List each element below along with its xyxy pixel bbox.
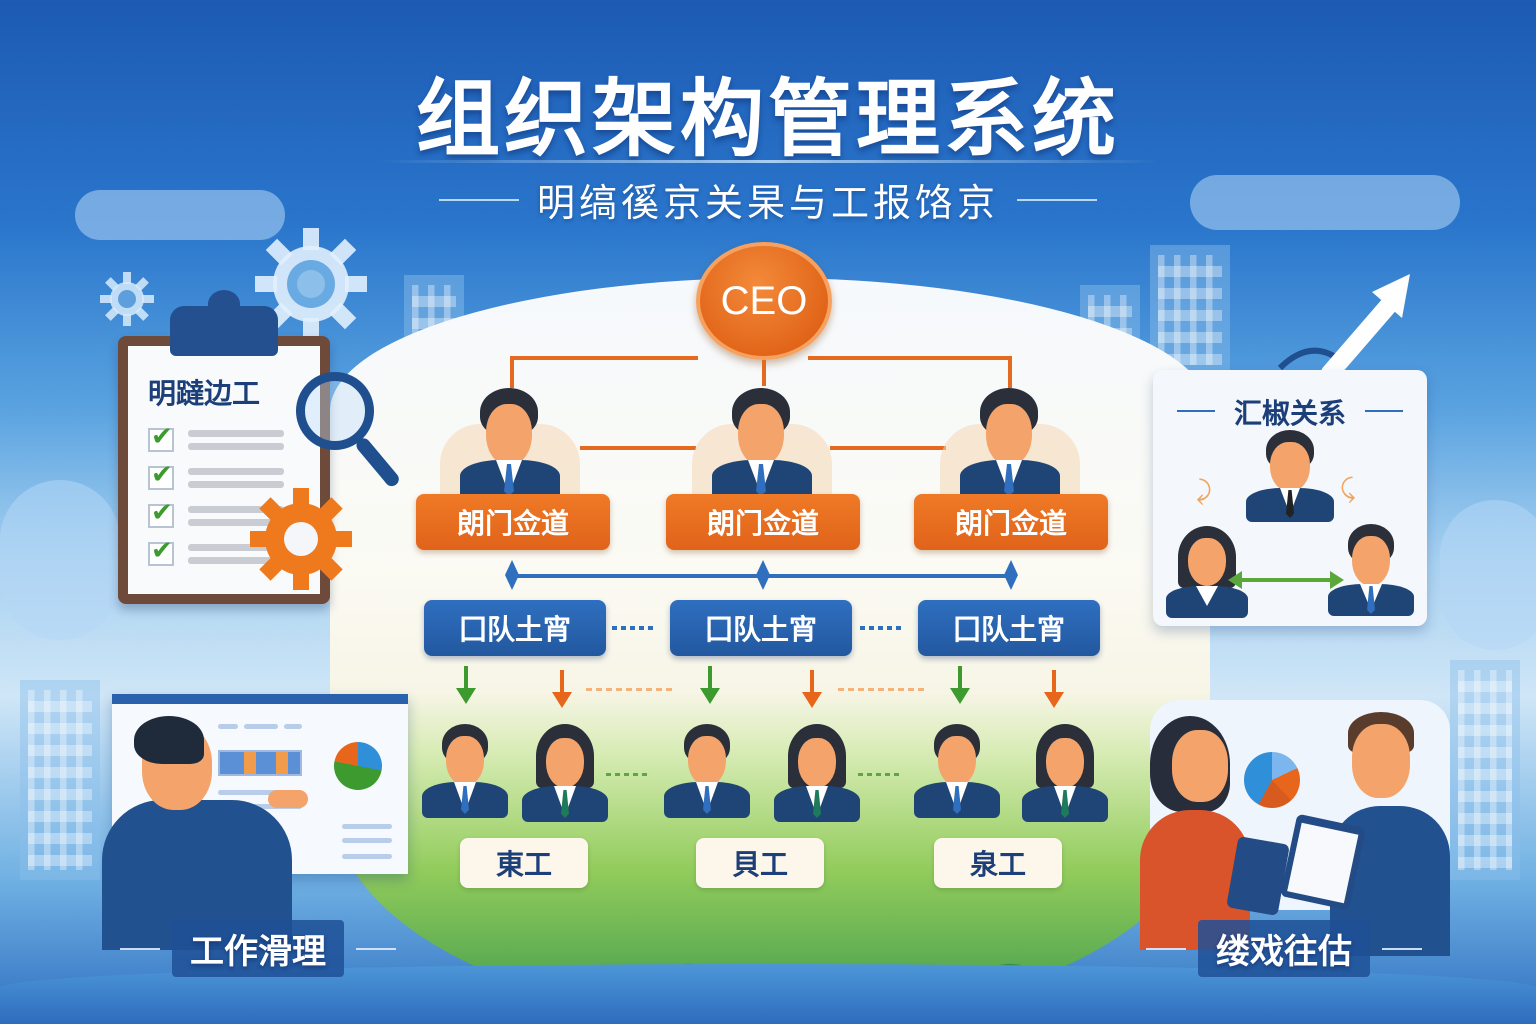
arrow-down-icon: [456, 666, 476, 704]
magnifier-icon: [296, 372, 374, 450]
dotted-connector: [838, 688, 928, 691]
gear-icon: [100, 272, 154, 326]
page-subtitle: 明缟徯京关杲与工报饹京: [536, 181, 999, 225]
employee-avatar: [1326, 524, 1416, 616]
woman-figure-head: [1172, 730, 1228, 802]
dotted-connector: [612, 626, 656, 630]
gear-icon: [250, 488, 352, 590]
connector-line: [808, 356, 1010, 360]
team-lead-node[interactable]: 囗队土宵: [424, 600, 606, 656]
checklist-item: [148, 498, 284, 528]
checkmark-icon: [148, 422, 174, 452]
work-management-caption[interactable]: 工作滑理: [120, 920, 396, 977]
connector-line: [580, 446, 696, 450]
presentation-board: [112, 694, 408, 874]
connector-node-icon: [505, 560, 519, 590]
department-head-avatar: [438, 384, 582, 500]
employee-avatar: [912, 724, 1002, 820]
man-figure-head: [1352, 724, 1410, 798]
clipboard-title: 明躂边工: [148, 377, 261, 410]
subtitle-rule-right: [1017, 198, 1097, 201]
employee-group-label[interactable]: 東工: [460, 838, 588, 888]
department-head-avatar: [690, 384, 834, 500]
employee-avatar: [420, 724, 510, 820]
presenter-hair: [134, 716, 204, 764]
employee-avatar: [1020, 724, 1110, 824]
checkmark-icon: [148, 460, 174, 490]
employee-avatar: [1164, 526, 1250, 618]
building-decoration: [1450, 660, 1520, 880]
manager-avatar: [1244, 430, 1336, 522]
curved-arrow-icon: ⤸: [1196, 476, 1212, 506]
connector-line: [762, 360, 766, 386]
dotted-connector: [858, 773, 902, 776]
arrow-down-icon: [950, 666, 970, 704]
subtitle-rule-left: [438, 198, 519, 201]
employee-group-label[interactable]: 貝工: [696, 838, 824, 888]
double-arrow-icon: [1228, 571, 1344, 589]
work-management-label: 工作滑理: [172, 920, 344, 977]
gear-icon: [255, 228, 367, 340]
connector-line: [1008, 356, 1012, 388]
title-divider: [380, 160, 1160, 163]
arrow-down-icon: [802, 670, 822, 708]
checklist-item: [148, 536, 284, 566]
ceo-node[interactable]: CEO: [696, 242, 832, 360]
team-lead-node[interactable]: 囗队土宵: [670, 600, 852, 656]
performance-caption[interactable]: 缕戏往估: [1146, 920, 1422, 977]
cloud-decoration: [1190, 175, 1460, 230]
pie-chart-icon: [1244, 752, 1300, 808]
presenter-hand: [268, 790, 308, 808]
building-decoration: [20, 680, 100, 880]
connector-node-icon: [756, 560, 770, 590]
arrow-down-icon: [700, 666, 720, 704]
subtitle-row: 明缟徯京关杲与工报饹京: [0, 172, 1536, 227]
pie-chart-icon: [334, 742, 382, 790]
dotted-connector: [586, 688, 676, 691]
department-node[interactable]: 朗门佥道: [914, 494, 1108, 550]
trend-up-arrow-icon: [1277, 274, 1410, 378]
team-lead-node[interactable]: 囗队土宵: [918, 600, 1100, 656]
cloud-decoration: [1440, 500, 1536, 650]
department-node[interactable]: 朗门佥道: [416, 494, 610, 550]
page-title: 组织架构管理系统: [415, 70, 1120, 168]
arrow-down-icon: [552, 670, 572, 708]
department-head-avatar: [938, 384, 1082, 500]
checklist-item: [148, 422, 284, 452]
performance-label: 缕戏往估: [1198, 920, 1370, 977]
curved-arrow-icon: ⤹: [1340, 474, 1356, 504]
dotted-connector: [860, 626, 904, 630]
cloud-decoration: [75, 190, 285, 240]
connector-line: [510, 356, 698, 360]
employee-avatar: [662, 724, 752, 820]
checkmark-icon: [148, 498, 174, 528]
department-node[interactable]: 朗门佥道: [666, 494, 860, 550]
bar-chart-icon: [218, 750, 302, 776]
cloud-decoration: [0, 480, 120, 640]
employee-avatar: [520, 724, 610, 824]
employee-avatar: [772, 724, 862, 824]
connector-node-icon: [1004, 560, 1018, 590]
reporting-panel-title: 汇椒关系: [1153, 392, 1427, 432]
connector-line: [510, 356, 514, 388]
connector-line: [830, 446, 946, 450]
dotted-connector: [606, 773, 650, 776]
checkmark-icon: [148, 536, 174, 566]
arrow-down-icon: [1044, 670, 1064, 708]
employee-group-label[interactable]: 泉工: [934, 838, 1062, 888]
clipboard-clip-icon: [170, 290, 278, 356]
checklist-item: [148, 460, 284, 490]
